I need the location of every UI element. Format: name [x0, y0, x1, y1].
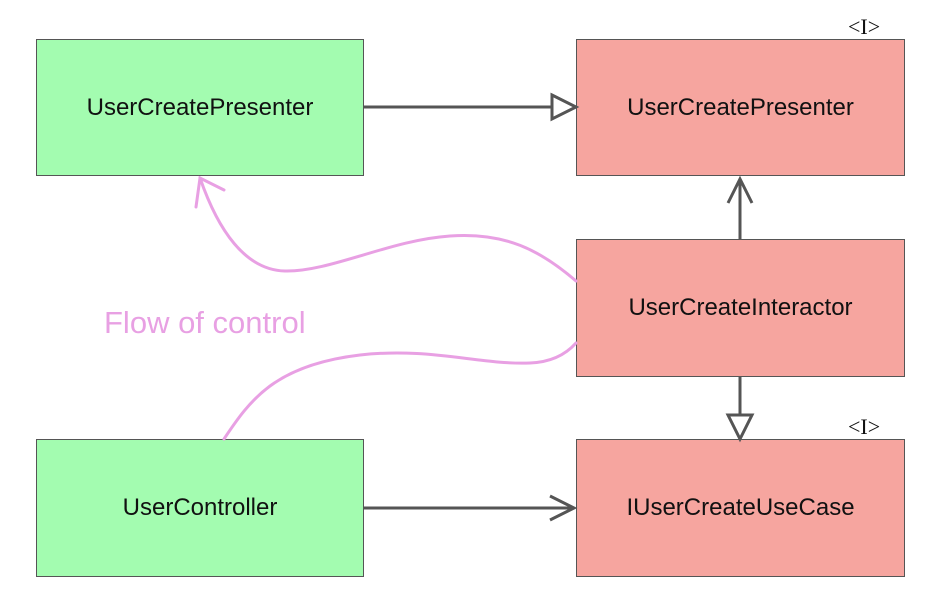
user-create-interactor-label: UserCreateInteractor	[628, 294, 853, 321]
user-create-presenter-box: UserCreatePresenter	[36, 39, 364, 176]
presenter-realization-edge	[364, 92, 580, 122]
user-create-presenter-interface-label: UserCreatePresenter	[627, 93, 854, 121]
hollow-triangle-arrowhead	[550, 92, 580, 122]
flow-of-control-label: Flow of control	[104, 305, 306, 340]
use-case-interface-stereotype: <I>	[848, 414, 881, 439]
controller-to-use-case-edge	[364, 494, 578, 522]
flow-curve-upper	[198, 176, 578, 283]
user-create-presenter-interface-box: UserCreatePresenter	[576, 39, 905, 176]
open-arrowhead	[726, 175, 754, 204]
user-create-presenter-label: UserCreatePresenter	[86, 93, 314, 121]
presenter-interface-stereotype: <I>	[848, 14, 881, 39]
user-controller-box: UserController	[36, 439, 364, 577]
flow-of-control-curve	[194, 175, 578, 441]
i-user-create-use-case-box: IUserCreateUseCase	[576, 439, 905, 577]
flow-curve-lower	[222, 341, 578, 441]
i-user-create-use-case-label: IUserCreateUseCase	[626, 494, 855, 521]
flow-open-arrowhead	[194, 175, 226, 209]
user-controller-label: UserController	[122, 494, 278, 521]
hollow-triangle-arrowhead	[725, 413, 755, 443]
interactor-to-presenter-edge	[726, 175, 754, 239]
interactor-realization-edge	[725, 377, 755, 443]
user-create-interactor-box: UserCreateInteractor	[576, 239, 905, 377]
open-arrowhead	[549, 494, 578, 522]
